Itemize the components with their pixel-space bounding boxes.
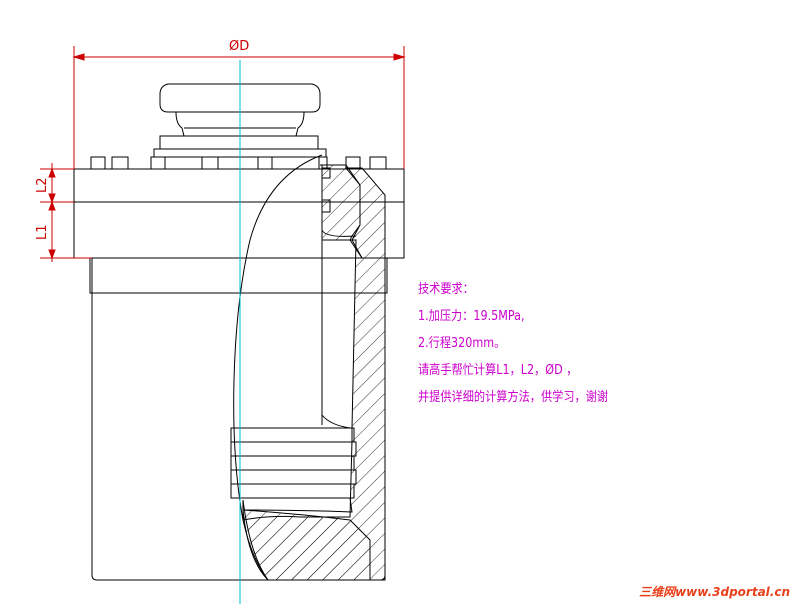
diameter-label: ØD — [229, 39, 249, 54]
section-cutaway — [242, 164, 386, 581]
requirement-line: 请高手帮忙计算L1，L2，ØD ， — [418, 363, 578, 378]
diameter-dimension — [72, 46, 406, 169]
piston-section — [230, 154, 357, 581]
requirements-heading: 技术要求： — [418, 282, 474, 297]
l1-label: L1 — [35, 224, 50, 240]
requirement-line: 2.行程320mm。 — [418, 336, 506, 351]
technical-requirements: 技术要求： 1.加压力：19.5MPa, 2.行程320mm。 请高手帮忙计算L… — [418, 276, 608, 411]
requirement-line: 并提供详细的计算方法，供学习，谢谢 — [418, 390, 609, 405]
l2-label: L2 — [35, 177, 50, 193]
rod-head — [153, 83, 327, 158]
height-dimensions — [40, 163, 92, 262]
flange — [73, 168, 405, 259]
site-watermark: 三维网www.3dportal.cn — [639, 585, 790, 599]
requirement-line: 1.加压力：19.5MPa, — [418, 309, 525, 324]
